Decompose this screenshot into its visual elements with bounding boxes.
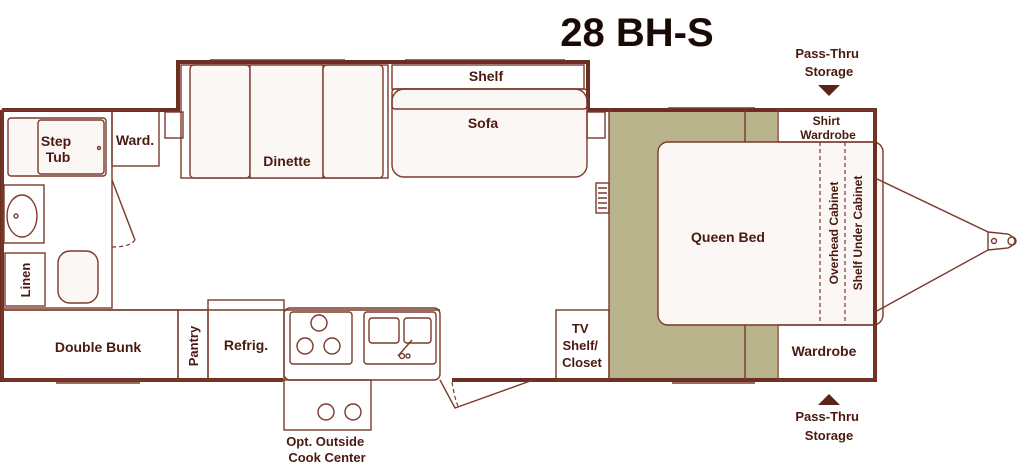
pantry-label: Pantry xyxy=(186,325,201,366)
svg-text:Step Tub: Step Tub xyxy=(41,133,75,165)
galley-counter xyxy=(283,307,441,381)
outside-cook-center xyxy=(283,379,372,431)
pass-thru-bottom-label-2: Storage xyxy=(805,428,853,443)
refrigerator-label: Refrig. xyxy=(224,337,268,353)
dinette-label: Dinette xyxy=(263,153,311,169)
step-tub-label-1: Step xyxy=(41,133,71,149)
queen-bed-label: Queen Bed xyxy=(691,229,765,245)
svg-text:TV Shelf/ Closet: TV Shelf/ Closet xyxy=(562,321,602,370)
shelf-label: Shelf xyxy=(469,68,504,84)
model-title: 28 BH-S xyxy=(560,11,713,55)
linen-label: Linen xyxy=(18,263,33,298)
shirt-wardrobe-label-1: Shirt xyxy=(813,114,840,128)
tv-label-2: Shelf/ xyxy=(562,338,598,353)
sofa-label: Sofa xyxy=(468,115,499,131)
stove xyxy=(289,311,353,365)
bathroom-wall xyxy=(1,109,113,309)
shirt-wardrobe xyxy=(777,109,876,143)
pass-thru-bottom-label-1: Pass-Thru xyxy=(795,409,859,424)
dinette-seat-right xyxy=(322,64,384,179)
svg-text:Pass-Thru Storage: Pass-Thru Storage xyxy=(795,46,862,79)
wardrobe-small xyxy=(111,109,160,167)
queen-bed xyxy=(657,141,884,326)
svg-text:Pass-Thru Storage: Pass-Thru Storage xyxy=(795,409,862,443)
dinette-table xyxy=(249,64,324,179)
step-tub-label-2: Tub xyxy=(46,149,71,165)
tv-label-3: Closet xyxy=(562,355,602,370)
pass-thru-bottom-arrow-icon xyxy=(818,394,840,405)
kitchen-sink xyxy=(363,311,437,365)
linen-cabinet xyxy=(4,252,46,307)
outside-cook-label-1: Opt. Outside xyxy=(286,434,364,449)
toilet xyxy=(57,250,99,304)
tv-label-1: TV xyxy=(572,321,589,336)
shirt-wardrobe-label-2: Wardrobe xyxy=(800,128,856,142)
pass-thru-top-label-1: Pass-Thru xyxy=(795,46,859,61)
bathroom-sink xyxy=(3,184,45,244)
overhead-cabinet-label: Overhead Cabinet xyxy=(827,182,841,285)
hitch xyxy=(874,177,989,313)
pass-thru-top-arrow-icon xyxy=(818,85,840,96)
dinette-seat-left xyxy=(189,64,251,179)
svg-text:Shirt Wardrobe: Shirt Wardrobe xyxy=(800,114,856,142)
sofa xyxy=(391,88,588,178)
double-bunk-label: Double Bunk xyxy=(55,339,142,355)
wardrobe xyxy=(777,324,876,381)
wardrobe-label: Wardrobe xyxy=(792,343,857,359)
step-tub xyxy=(7,117,107,177)
wardrobe-small-label: Ward. xyxy=(116,132,154,148)
svg-text:Opt. Outside Cook Center: Opt. Outside Cook Center xyxy=(286,434,368,464)
outside-cook-label-2: Cook Center xyxy=(288,450,365,464)
pass-thru-top-label-2: Storage xyxy=(805,64,853,79)
shelf-under-cabinet-label: Shelf Under Cabinet xyxy=(851,176,865,291)
